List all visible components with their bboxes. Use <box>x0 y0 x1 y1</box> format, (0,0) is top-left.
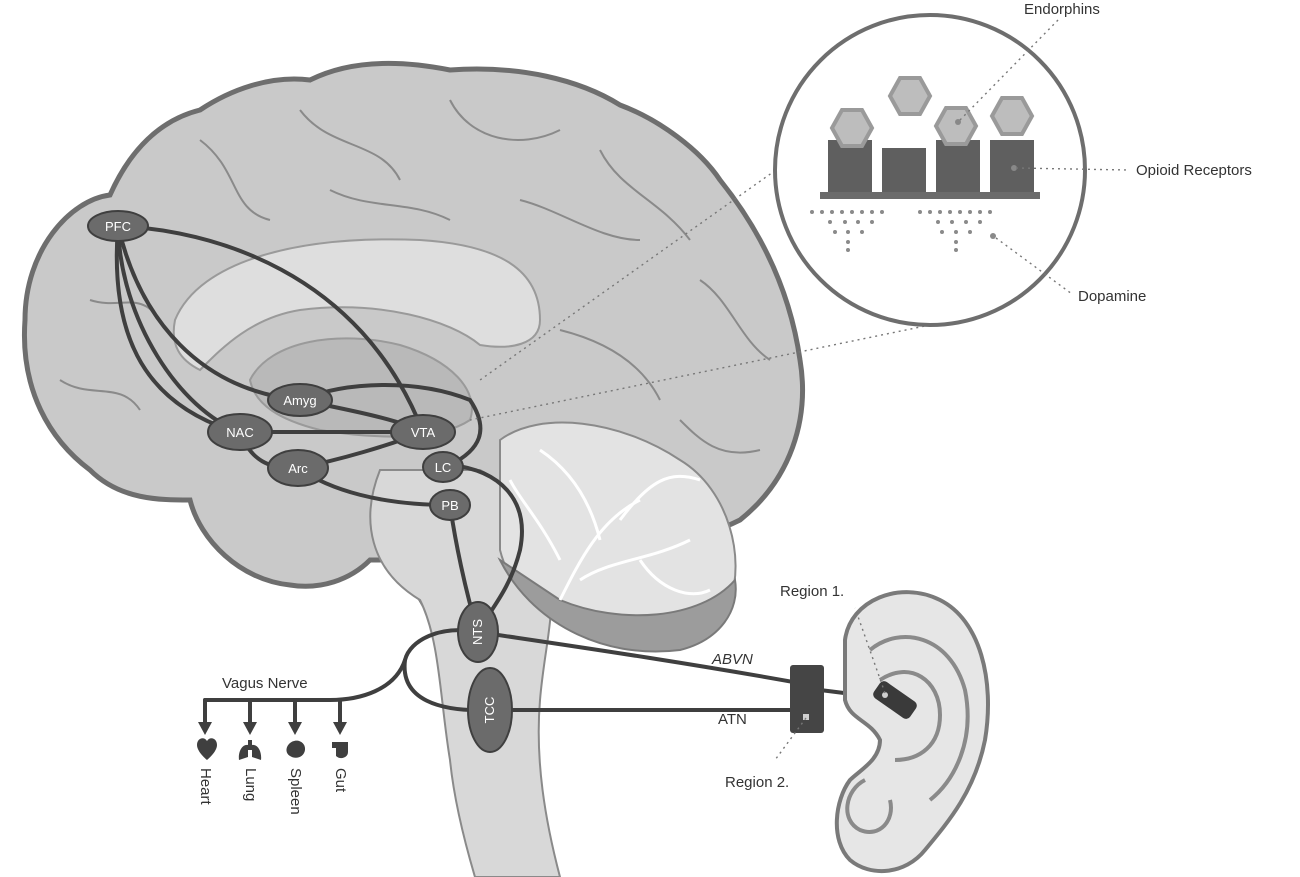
node-vta: VTA <box>390 414 456 450</box>
sulci-lines <box>59 99 771 454</box>
node-arc: Arc <box>267 449 329 487</box>
node-arc-label: Arc <box>288 461 308 476</box>
node-nac: NAC <box>207 413 273 451</box>
node-amyg-label: Amyg <box>283 393 316 408</box>
endorphin-hex-1 <box>829 108 875 148</box>
receptor-inset <box>469 13 1129 421</box>
node-lc: LC <box>422 451 464 483</box>
stimulator-device <box>774 607 917 761</box>
node-pb-label: PB <box>441 498 458 513</box>
receptor-3 <box>936 140 980 192</box>
node-nac-label: NAC <box>226 425 253 440</box>
organ-label-spleen: Spleen <box>287 768 304 815</box>
label-opioid-receptors: Opioid Receptors <box>1136 162 1252 179</box>
arbor-vitae <box>508 448 711 601</box>
node-tcc: TCC <box>467 667 513 753</box>
endorphin-hex-2 <box>887 76 933 116</box>
node-nts-label: NTS <box>470 619 485 645</box>
label-dopamine: Dopamine <box>1078 288 1146 305</box>
label-region-1: Region 1. <box>780 583 844 600</box>
ear-helix-inner <box>868 635 970 802</box>
node-nts: NTS <box>457 601 499 663</box>
organ-label-heart: Heart <box>197 768 214 806</box>
label-region-2: Region 2. <box>725 774 789 791</box>
receptor-1 <box>828 140 872 192</box>
ear-lobe <box>845 778 893 834</box>
label-atn: ATN <box>718 711 747 728</box>
spleen-icon <box>286 740 306 758</box>
node-tcc-label: TCC <box>482 697 497 724</box>
node-pb: PB <box>429 489 471 521</box>
label-vagus-nerve: Vagus Nerve <box>222 675 308 692</box>
endorphin-hex-4 <box>989 96 1035 136</box>
organ-label-gut: Gut <box>332 768 349 793</box>
endorphin-hex-3 <box>933 106 979 146</box>
ear-concha <box>878 670 943 762</box>
receptor-2 <box>882 148 926 192</box>
label-abvn: ABVN <box>711 651 753 668</box>
brain-illustration <box>21 60 805 877</box>
label-endorphins: Endorphins <box>1024 1 1100 18</box>
organ-icons <box>197 738 348 760</box>
node-vta-label: VTA <box>411 425 436 440</box>
node-pfc-label: PFC <box>105 219 131 234</box>
node-lc-label: LC <box>435 460 452 475</box>
corpus-callosum <box>172 238 542 372</box>
node-pfc: PFC <box>87 210 149 242</box>
ear-illustration <box>834 590 990 874</box>
gut-icon <box>332 742 348 759</box>
heart-icon <box>197 738 217 760</box>
node-amyg: Amyg <box>267 383 333 417</box>
cerebellum-lower <box>497 557 737 653</box>
lung-icon <box>238 740 262 760</box>
organ-label-lung: Lung <box>242 768 259 801</box>
